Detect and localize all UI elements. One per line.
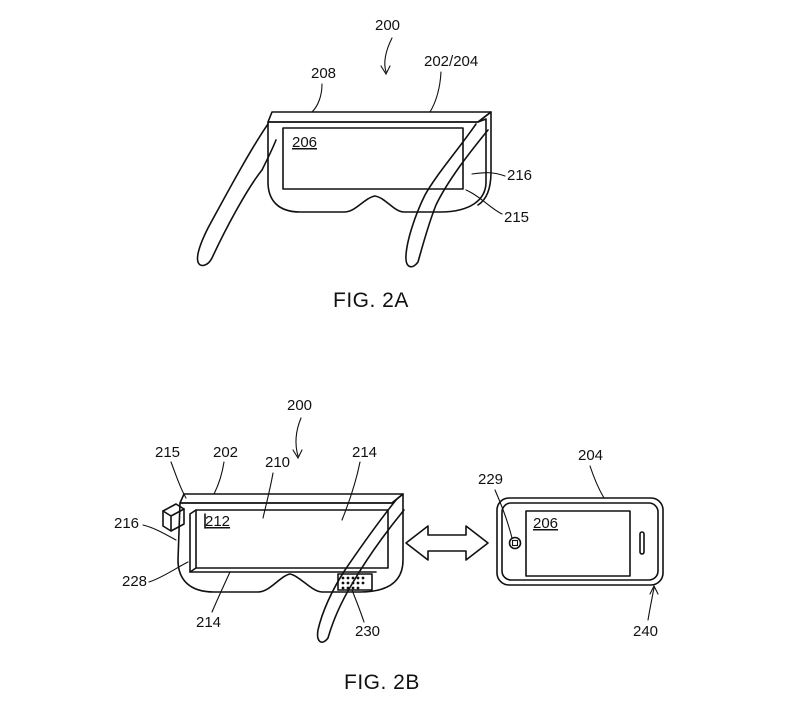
ref-206-2a: 206: [292, 134, 317, 151]
ref-216-2a: 216: [507, 167, 532, 184]
ref-228: 228: [122, 573, 147, 590]
leader-230: [351, 589, 365, 623]
leader-214-bottom: [211, 571, 231, 613]
leader-204: [589, 465, 605, 499]
ref-210: 210: [265, 454, 290, 471]
leader-229: [494, 489, 513, 539]
ref-208: 208: [311, 65, 336, 82]
ref-240: 240: [633, 623, 658, 640]
leader-216-2a: [471, 172, 506, 177]
leader-216-2b: [142, 524, 177, 541]
ref-230: 230: [355, 623, 380, 640]
ref-200-2b: 200: [287, 397, 312, 414]
leader-214-top: [341, 461, 361, 521]
ref-204: 204: [578, 447, 603, 464]
ref-215-2a: 215: [504, 209, 529, 226]
ref-216-2b: 216: [114, 515, 139, 532]
leader-210: [262, 472, 274, 519]
fig-2a-goggles: [196, 111, 492, 268]
caption-fig-2a: FIG. 2A: [333, 289, 409, 312]
ref-214-top: 214: [352, 444, 377, 461]
leader-228: [148, 561, 189, 583]
leader-208: [311, 83, 323, 113]
fig-2b-phone: [496, 497, 664, 586]
leader-202: [213, 461, 225, 495]
leader-200-2b: [295, 417, 302, 457]
leader-240: [647, 587, 655, 621]
ref-212: 212: [205, 513, 230, 530]
caption-fig-2b: FIG. 2B: [344, 671, 420, 694]
fig-2b-goggles: [162, 493, 405, 643]
ref-206-2b: 206: [533, 515, 558, 532]
leader-215-2a: [465, 189, 503, 215]
leader-215-2b: [170, 461, 187, 499]
ref-229: 229: [478, 471, 503, 488]
ref-202-204: 202/204: [424, 53, 478, 70]
contact-dots: [341, 576, 365, 590]
arrowhead-200-2a: [380, 65, 391, 76]
arrowhead-240: [649, 584, 659, 595]
leader-200-2a: [384, 37, 393, 73]
leader-202-204: [429, 71, 442, 113]
ref-214-bottom: 214: [196, 614, 221, 631]
double-arrow-icon: [405, 525, 489, 561]
arrowhead-200-2b: [292, 449, 303, 460]
ref-215-2b: 215: [155, 444, 180, 461]
ref-202: 202: [213, 444, 238, 461]
ref-200-2a: 200: [375, 17, 400, 34]
